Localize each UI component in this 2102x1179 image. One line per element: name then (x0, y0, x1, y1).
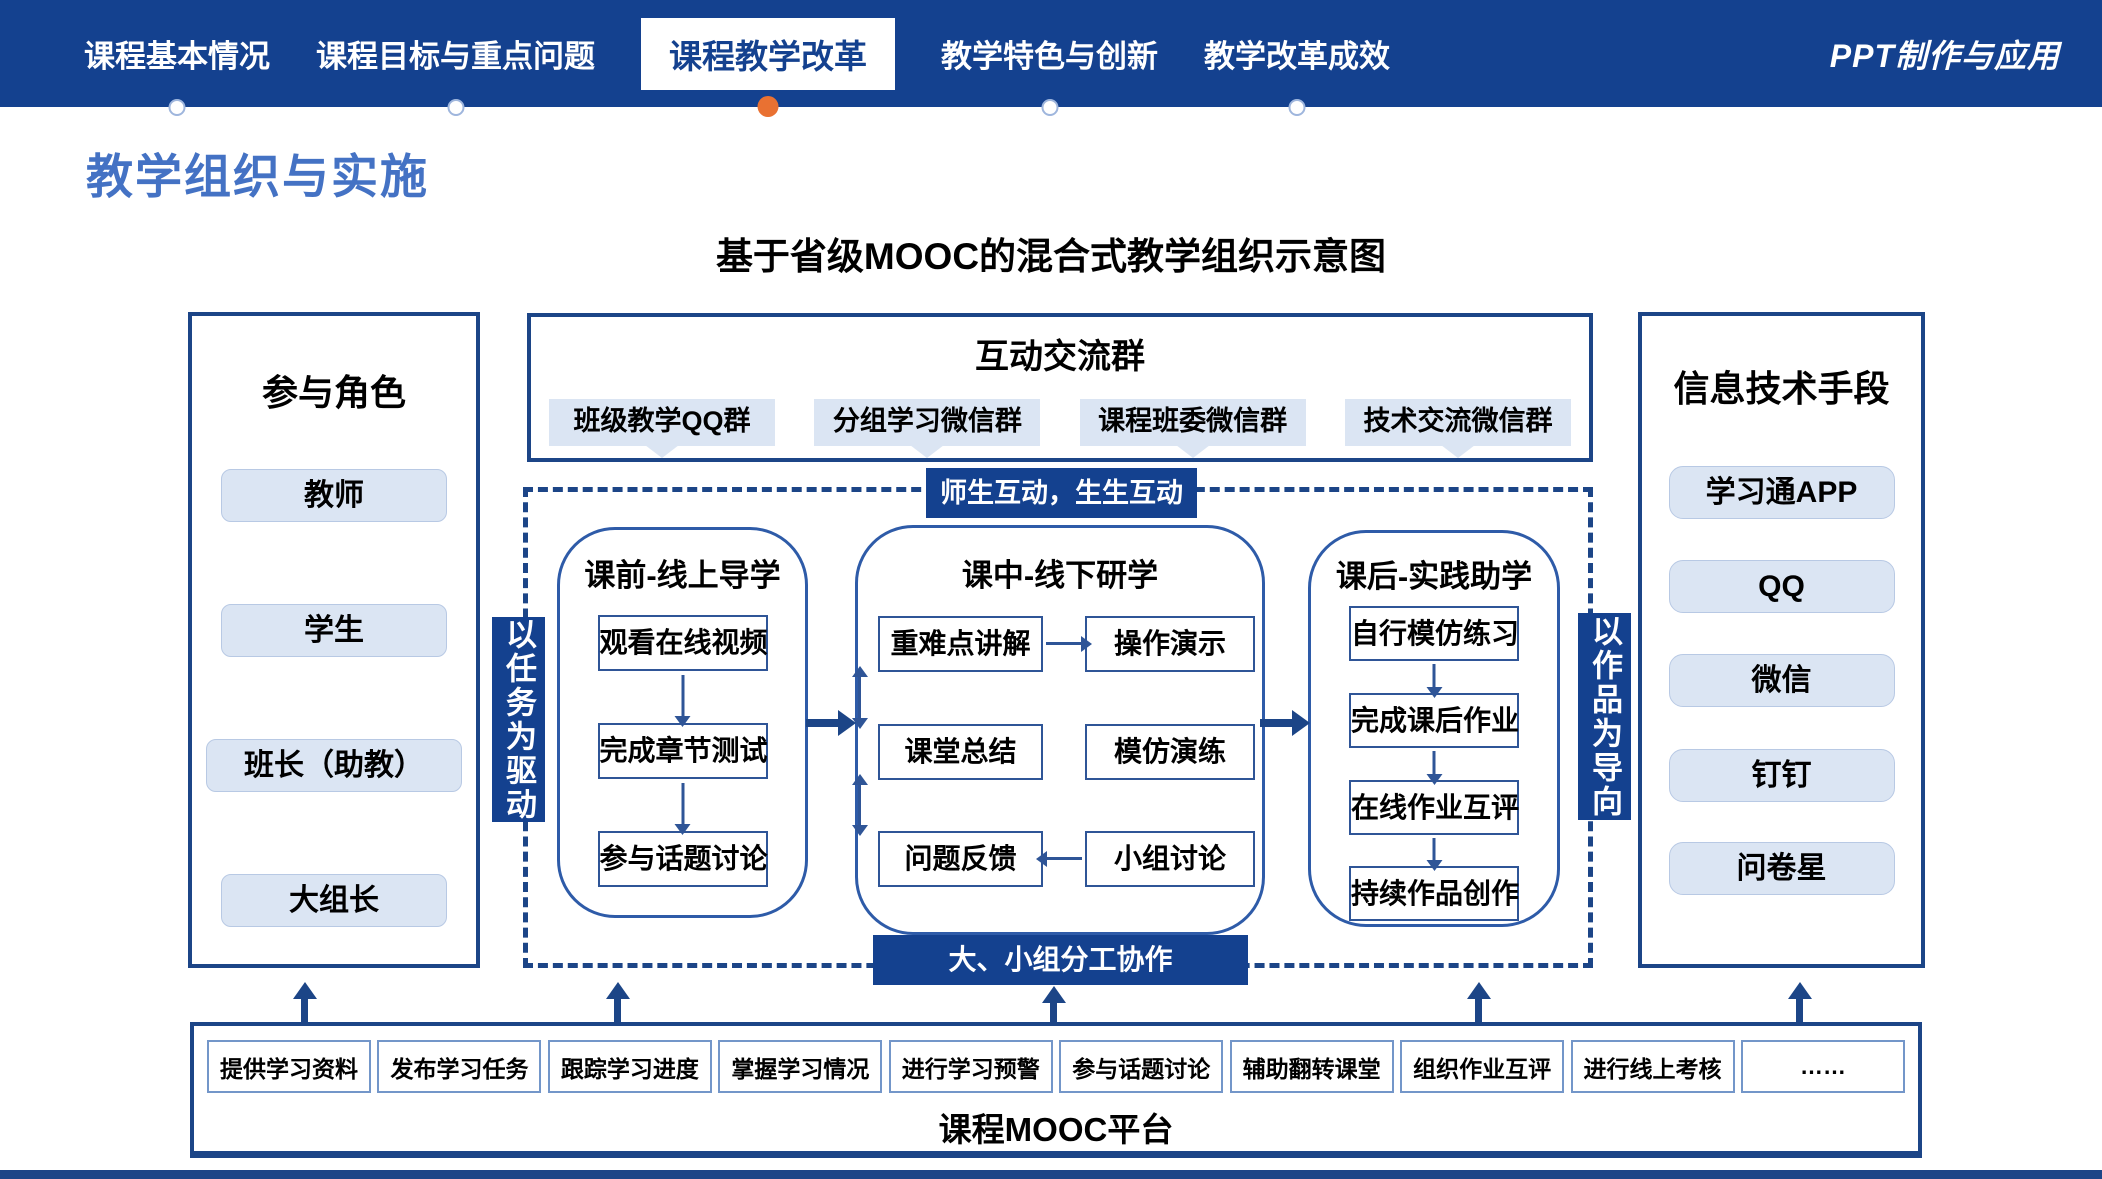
step-chapter-tests: 完成章节测试 (597, 723, 768, 779)
role-chip-monitor: 班长（助教） (206, 739, 462, 792)
arrow-down-icon (1432, 838, 1436, 861)
arrow-down-icon (681, 783, 684, 825)
step-class-summary: 课堂总结 (878, 724, 1043, 780)
tech-chip-xuexitong: 学习通APP (1668, 466, 1895, 519)
page-title: 教学组织与实施 (86, 150, 429, 203)
group-chip-wechat-tech: 技术交流微信群 (1344, 399, 1571, 446)
tab-label: 教学特色与创新 (941, 39, 1158, 74)
role-chip-group-leader: 大组长 (221, 874, 447, 927)
bottom-accent-strip (0, 1170, 2102, 1179)
mooc-platform-box: 提供学习资料 发布学习任务 跟踪学习进度 掌握学习情况 进行学习预警 参与话题讨… (190, 1022, 1922, 1158)
func-more-ellipsis: …… (1740, 1040, 1905, 1093)
groups-chip-row: 班级教学QQ群 分组学习微信群 课程班委微信群 技术交流微信群 (531, 399, 1589, 446)
func-online-exam: 进行线上考核 (1570, 1040, 1735, 1093)
mooc-function-row: 提供学习资料 发布学习任务 跟踪学习进度 掌握学习情况 进行学习预警 参与话题讨… (194, 1026, 1918, 1093)
step-homework: 完成课后作业 (1349, 693, 1519, 748)
tab-reform-results[interactable]: 教学改革成效 (1204, 0, 1390, 116)
tab-label: 课程教学改革 (669, 37, 867, 75)
step-imitation-drill: 模仿演练 (1085, 724, 1255, 780)
up-arrow-icon (614, 998, 621, 1024)
mooc-platform-title: 课程MOOC平台 (938, 1111, 1174, 1148)
group-chip-qq-class: 班级教学QQ群 (549, 399, 775, 446)
tech-chip-dingtalk: 钉钉 (1668, 749, 1895, 802)
tab-features-innovation[interactable]: 教学特色与创新 (941, 0, 1158, 116)
step-group-discussion: 小组讨论 (1085, 831, 1255, 887)
step-continuous-creation: 持续作品创作 (1349, 866, 1519, 921)
step-online-peer-review: 在线作业互评 (1349, 780, 1519, 835)
tab-label: 教学改革成效 (1204, 39, 1390, 74)
brand-logo: PPT制作与应用 (1829, 37, 2060, 74)
step-topic-discussion: 参与话题讨论 (597, 831, 768, 887)
group-chip-wechat-committee: 课程班委微信群 (1079, 399, 1306, 446)
func-track-progress: 跟踪学习进度 (547, 1040, 712, 1093)
pre-class-title: 课前-线上导学 (584, 558, 781, 593)
step-watch-videos: 观看在线视频 (597, 615, 768, 671)
tab-indicator-dot (1288, 99, 1306, 116)
up-arrow-icon (1475, 998, 1482, 1024)
up-arrow-icon (1796, 998, 1803, 1024)
up-arrow-icon (1050, 1002, 1057, 1024)
tab-indicator-dot (168, 99, 186, 116)
func-peer-review: 组织作业互评 (1400, 1040, 1565, 1093)
thick-arrow-right-icon (806, 719, 838, 727)
tab-goals-problems[interactable]: 课程目标与重点问题 (316, 0, 595, 116)
tab-indicator-dot (447, 99, 464, 116)
roles-panel-title: 参与角色 (261, 372, 406, 413)
role-chip-student: 学生 (221, 604, 447, 657)
arrow-down-icon (681, 675, 684, 717)
roles-panel: 参与角色 教师 学生 班长（助教） 大组长 (188, 312, 480, 968)
tab-teaching-reform[interactable]: 课程教学改革 (641, 17, 895, 117)
arrow-down-icon (858, 676, 861, 719)
group-chip-wechat-study: 分组学习微信群 (814, 399, 1041, 446)
step-self-practice: 自行模仿练习 (1349, 606, 1519, 661)
func-publish-tasks: 发布学习任务 (377, 1040, 542, 1093)
nav-tabs: 课程基本情况 课程目标与重点问题 课程教学改革 教学特色与创新 教学改革成效 (84, 0, 1390, 117)
func-grasp-situation: 掌握学习情况 (718, 1040, 883, 1093)
tech-panel: 信息技术手段 学习通APP QQ 微信 钉钉 问卷星 (1638, 312, 1925, 968)
up-arrow-icon (301, 998, 308, 1024)
tab-label: 课程目标与重点问题 (316, 39, 595, 74)
tab-course-basics[interactable]: 课程基本情况 (84, 0, 270, 116)
in-class-title: 课中-线下研学 (961, 558, 1159, 593)
arrow-down-icon (858, 784, 861, 826)
collaboration-banner: 大、小组分工协作 (873, 935, 1248, 985)
tech-chip-qq: QQ (1668, 560, 1895, 613)
role-chip-teacher: 教师 (221, 469, 447, 522)
diagram-title: 基于省级MOOC的混合式教学组织示意图 (715, 236, 1387, 277)
tech-panel-title: 信息技术手段 (1673, 368, 1890, 409)
top-nav: 课程基本情况 课程目标与重点问题 课程教学改革 教学特色与创新 教学改革成效 P… (0, 0, 2102, 117)
func-topic-discussion: 参与话题讨论 (1059, 1040, 1224, 1093)
groups-panel: 互动交流群 班级教学QQ群 分组学习微信群 课程班委微信群 技术交流微信群 (527, 313, 1593, 462)
func-provide-materials: 提供学习资料 (207, 1040, 371, 1093)
func-learning-warning: 进行学习预警 (888, 1040, 1053, 1093)
func-flipped-classroom: 辅助翻转课堂 (1229, 1040, 1394, 1093)
step-key-points: 重难点讲解 (878, 616, 1043, 672)
arrow-right-icon (1046, 642, 1082, 645)
in-class-panel: 课中-线下研学 重难点讲解 课堂总结 问题反馈 操作演示 模仿演练 小组讨论 (855, 525, 1265, 935)
post-class-panel: 课后-实践助学 自行模仿练习 完成课后作业 在线作业互评 持续作品创作 (1308, 530, 1560, 927)
tech-chip-wenjuanxing: 问卷星 (1668, 842, 1895, 895)
thick-arrow-right-icon (1260, 719, 1292, 727)
tech-chip-wechat: 微信 (1668, 654, 1895, 707)
arrow-down-icon (1432, 751, 1436, 775)
tab-indicator-dot (1041, 99, 1058, 116)
work-oriented-banner: 以作品为导向 (1578, 613, 1631, 820)
step-operation-demo: 操作演示 (1085, 616, 1255, 672)
groups-panel-title: 互动交流群 (975, 338, 1145, 376)
arrow-left-icon (1046, 857, 1082, 860)
post-class-title: 课后-实践助学 (1335, 559, 1533, 594)
arrow-down-icon (1432, 664, 1436, 688)
step-problem-feedback: 问题反馈 (878, 831, 1043, 887)
tab-indicator-dot-active (757, 95, 779, 117)
task-driven-banner: 以任务为驱动 (492, 617, 545, 822)
tab-label: 课程基本情况 (84, 39, 270, 74)
pre-class-panel: 课前-线上导学 观看在线视频 完成章节测试 参与话题讨论 (557, 527, 808, 918)
interaction-banner: 师生互动，生生互动 (926, 468, 1197, 518)
